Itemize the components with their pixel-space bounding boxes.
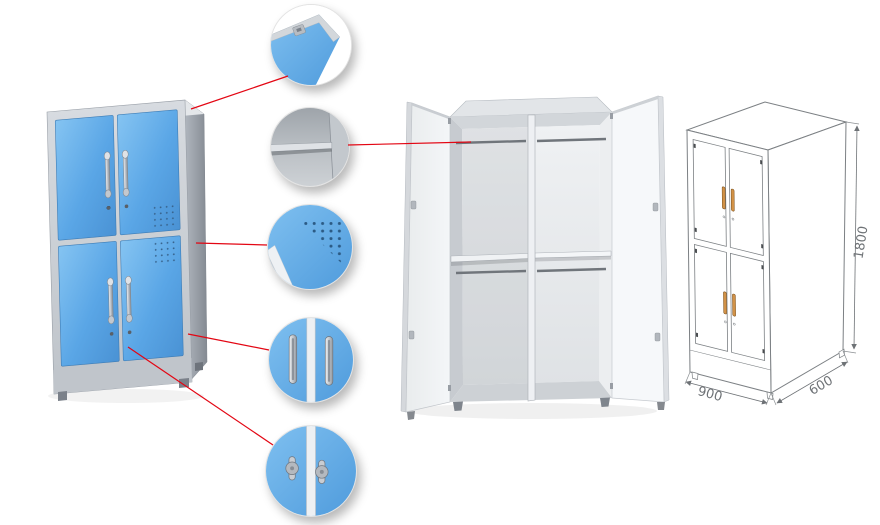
shelf-shadow [271,148,332,156]
door-inner-face [611,95,665,403]
latch-icon [292,24,306,37]
door-inner-face [405,102,451,413]
open-cabinet-top-panel [449,96,613,118]
door-bottom-left [58,241,120,367]
closed-cabinet-view [46,99,208,403]
wf-door-bottom-left [693,243,729,352]
handle-rail-left-icon [288,334,298,384]
door-foot [407,411,415,420]
handle-bottom-left [107,277,115,325]
open-door-right [611,95,670,403]
wf-handle [723,291,727,315]
door-top-edge [612,96,659,115]
door-top-right [116,109,181,236]
door-foot [657,402,665,410]
wf-door-top-right [728,147,764,257]
callout-ventilation-holes-detail [267,204,353,290]
mid-shelf-left-shadow [451,258,528,266]
dimension-width: 900 [684,371,772,406]
callout-interior-shelf-detail [270,107,350,187]
callout-top-corner-detail [270,4,352,86]
cabinet-foot [195,362,203,371]
keyhole-bottom-left [109,332,114,336]
door-top-edge [412,103,450,120]
keyhole-top-left [106,206,111,210]
wf-door-bottom-right [729,252,766,362]
cam-lock-right-icon [315,459,329,484]
wireframe-side-face [767,121,847,394]
dimension-height: 1800 [842,121,872,354]
wf-hinges [693,143,765,354]
lock-cam [652,202,659,212]
callout-cam-lock-detail [265,425,357,517]
door-gap-edges [306,318,316,402]
cam-lock-left-icon [285,456,299,481]
handle-top-left [103,151,112,199]
hanging-rod-lower-left [455,269,527,275]
door-gap [306,426,316,516]
vent-holes-lower [154,239,180,266]
wf-handle [721,186,726,210]
top-corner-frame-edge [271,14,341,43]
hanging-rod-lower-right [536,267,607,273]
wf-keyhole [722,215,726,219]
dimension-width-label: 900 [696,384,724,405]
vent-holes-upper [153,202,179,229]
wf-handle [730,188,735,212]
center-divider [527,114,536,402]
door-top-left [54,115,117,241]
lock-cam [410,200,417,210]
open-cabinet-shadow [407,403,657,419]
wf-plinth-line [689,349,771,371]
open-door-left [400,101,451,413]
cabinet-foot [179,378,189,388]
hinge [610,113,613,119]
dimension-height-label: 1800 [852,225,872,260]
wf-keyhole [733,322,736,326]
dimension-drawing-view: 1800 900 600 [684,101,872,406]
lock-cam [654,332,661,342]
handle-bottom-right [125,276,133,323]
shelf-icon [271,142,333,152]
callout-door-handle-detail [268,317,354,403]
wf-keyhole [731,217,735,221]
cabinet-foot [453,401,463,411]
hinge [448,118,451,124]
wf-handle [732,293,736,317]
keyhole-top-right [124,204,129,209]
closed-cabinet-front-panel [46,99,193,395]
wf-keyhole [724,320,727,324]
door-gap [306,318,316,402]
open-cabinet-interior [450,112,612,402]
mid-shelf-right-shadow [535,256,611,262]
wf-door-top-left [692,138,727,247]
wf-leg [691,371,699,380]
cabinet-foot [600,397,610,407]
open-cabinet-view [400,95,670,420]
lock-cam [408,330,415,340]
hinge [448,385,451,391]
hinge [610,383,613,389]
handle-top-right [121,150,130,197]
cabinet-foot [58,391,67,401]
dimension-depth-label: 600 [807,373,836,398]
keyhole-bottom-right [127,330,132,335]
hanging-rod-upper-right [536,137,607,143]
wireframe-doors [689,138,771,371]
handle-rail-right-icon [324,336,334,386]
